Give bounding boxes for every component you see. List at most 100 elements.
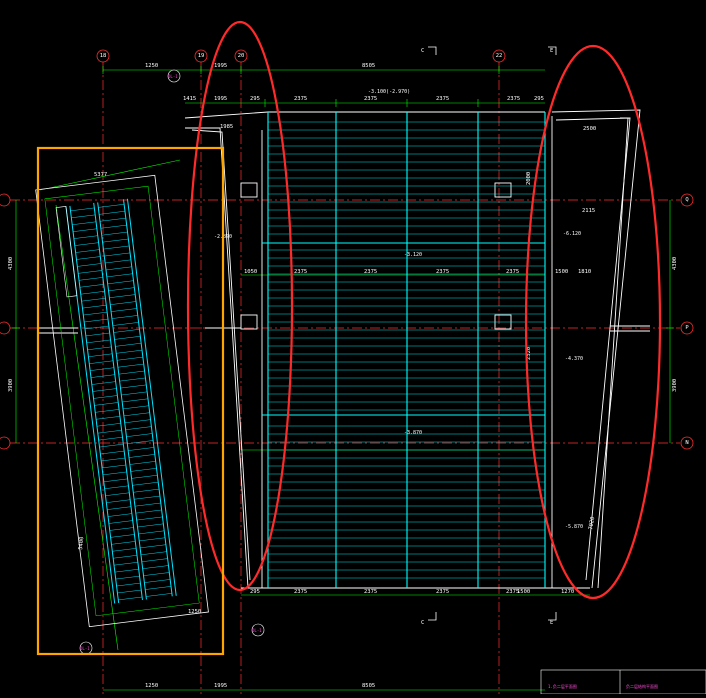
escalator-step [120,384,147,389]
escalator-step [111,541,136,545]
escalator-step [73,228,97,232]
axis-bubble-left-mid [0,321,11,335]
escalator-step [109,294,136,298]
escalator-step [77,263,102,267]
dim-esc-c: 5400 [78,536,85,550]
orange-highlight-escalator [36,146,225,656]
axis-label-22: 22 [496,53,503,59]
dim-top2-g: 2375 [507,96,520,102]
escalator-step [111,308,137,312]
axis-bubble-22 [492,49,506,63]
escalator-step [107,280,134,285]
escalator-step [117,356,143,361]
escalator-step [101,231,128,236]
escalator-step [132,481,159,486]
dim-top2-d: 2375 [294,96,307,102]
escalator-step [123,405,149,410]
dim-mid-g: 1810 [578,269,591,275]
escalator-step [110,534,135,538]
escalator-step [128,447,154,451]
escalator-step [104,485,129,489]
dim-top1-a: 1250 [145,63,158,69]
tag-dl-1-bottom: DL-1 [252,628,262,633]
axis-label-q: Q [685,197,688,203]
dim-top2-f: 2375 [436,96,449,102]
escalator-step [137,523,164,528]
escalator-step [111,315,138,319]
dim-mid-d: 2375 [436,269,449,275]
dim-bot2-b: 1995 [214,683,227,689]
section-mark-c-bottom: C [421,620,424,626]
escalator-step [128,454,155,458]
title-block-text-2: 负二层结构平面图 [626,683,658,689]
escalator-step [85,332,110,337]
escalator-step [146,593,172,597]
escalator-step [140,551,167,556]
escalator-step [80,291,105,295]
escalator-step [105,259,131,264]
escalator-step [102,464,126,469]
escalator-step [89,360,114,364]
escalator-step [91,381,116,385]
escalator-step [124,419,151,424]
escalator-step [126,433,153,437]
level-b: -3.100(-2.970) [368,89,410,95]
escalator-step [113,562,138,566]
escalator-step [79,277,103,281]
escalator-step [73,235,98,239]
axis-label-p: P [685,325,689,331]
axis-bubble-labels: 18 19 20 22 Q P N [100,53,690,446]
dim-mid-f: 1500 [555,269,568,275]
escalator-step [98,204,125,208]
escalator-step [104,252,131,257]
escalator-step [139,537,166,542]
dim-int-c: 2000 [526,172,532,185]
escalator-step [103,245,130,250]
dim-int-b: 1985 [220,124,233,130]
escalator-step [113,555,138,559]
level-d: -3.870 [404,430,422,436]
highlight-overlays [36,20,662,656]
dim-top1-b: 1995 [214,63,227,69]
escalator-step [96,423,121,427]
escalator-step [133,488,160,493]
escalator-step [143,572,170,576]
escalator-step [72,221,97,225]
section-mark-e-bottom: E [550,620,553,626]
axis-label-n: N [685,440,688,446]
escalator-step [129,461,156,465]
escalator-step [79,284,104,288]
escalator-step [113,329,140,333]
escalator-pit [35,174,209,628]
tag-dl-1-left: DL-1 [80,646,90,651]
escalator-step [138,530,165,535]
axis-bubbles [0,49,694,450]
escalator-step [118,370,145,375]
escalator-step [125,426,152,430]
dim-left-a: 4300 [8,257,14,270]
dim-int-a: 2500 [583,126,596,132]
dim-right-a: 4300 [672,257,678,270]
escalator-step [108,520,133,524]
dimension-texts: 1250 1995 8505 1415 1995 295 2375 2375 2… [8,63,678,689]
escalator-step [123,412,150,417]
escalator-step [96,416,120,420]
escalator-step [88,353,113,357]
escalator-step [108,287,135,292]
axis-bubble-left-bot [0,436,11,450]
axis-bubble-left-top [0,193,11,207]
dim-mid-b: 2375 [294,269,307,275]
axis-bubble-n [680,436,694,450]
escalator-step [94,402,119,406]
escalator-step [127,440,154,444]
escalator-step [116,349,143,354]
escalator-step [84,318,109,323]
escalator-step [87,346,112,351]
escalator-step [134,502,161,507]
escalator-step [83,311,108,316]
axis-bubble-19 [194,49,208,63]
dim-int-e: 2115 [582,208,595,214]
escalator-step [100,450,125,455]
axis-bubble-20 [234,49,248,63]
axis-label-18: 18 [100,53,107,59]
